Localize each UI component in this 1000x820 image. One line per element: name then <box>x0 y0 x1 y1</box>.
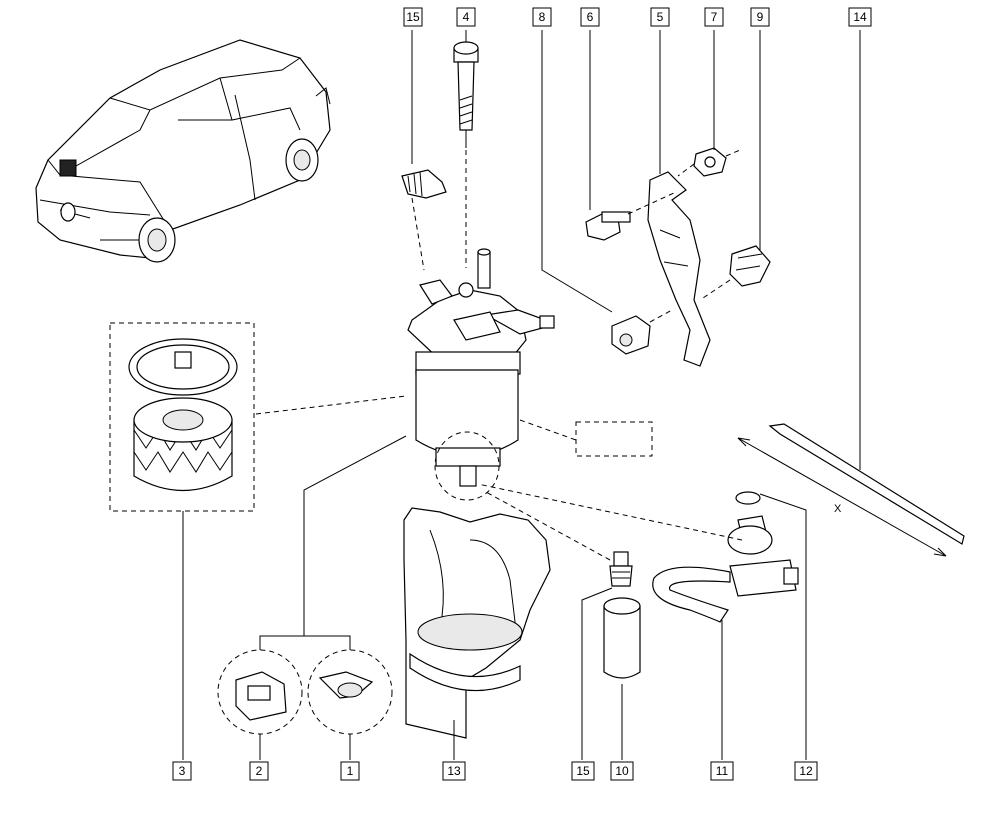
filter-element <box>109 322 407 760</box>
svg-text:15: 15 <box>576 764 590 778</box>
callout-5: 5 <box>650 7 670 27</box>
svg-text:14: 14 <box>853 10 867 24</box>
svg-text:2: 2 <box>256 764 263 778</box>
svg-text:5: 5 <box>657 10 664 24</box>
detail-views <box>217 435 407 760</box>
svg-text:7: 7 <box>711 10 718 24</box>
sensor-and-harness <box>477 483 807 760</box>
svg-text:3: 3 <box>179 764 186 778</box>
callout-7: 7 <box>704 7 724 27</box>
filter-sleeve-10 <box>603 597 641 760</box>
fitting-15-top <box>401 30 447 271</box>
callout-3: 3 <box>172 761 192 781</box>
svg-text:15: 15 <box>406 10 420 24</box>
cable-tie-14 <box>737 30 965 557</box>
svg-text:4: 4 <box>463 10 470 24</box>
svg-text:8: 8 <box>539 10 546 24</box>
callout-12: 12 <box>794 761 818 781</box>
callout-2: 2 <box>249 761 269 781</box>
svg-text:1: 1 <box>347 764 354 778</box>
fitting-15-bottom <box>485 491 633 760</box>
bracket-assembly <box>541 30 771 367</box>
callout-15-bottom: 15 <box>571 761 595 781</box>
dimension-x-label: X <box>834 503 842 515</box>
callout-1: 1 <box>340 761 360 781</box>
callout-8: 8 <box>532 7 552 27</box>
callout-4: 4 <box>456 7 476 27</box>
svg-text:11: 11 <box>716 764 729 778</box>
svg-text:9: 9 <box>757 10 764 24</box>
vehicle-illustration <box>35 39 331 263</box>
filter-housing <box>407 248 653 501</box>
callout-11: 11 <box>710 761 734 781</box>
svg-text:10: 10 <box>615 764 629 778</box>
callout-9: 9 <box>750 7 770 27</box>
callout-15-top: 15 <box>403 7 423 27</box>
svg-text:6: 6 <box>587 10 594 24</box>
heat-shield-13 <box>403 507 551 760</box>
bolt-4 <box>453 30 479 268</box>
callout-10: 10 <box>610 761 634 781</box>
svg-text:13: 13 <box>447 764 461 778</box>
callout-13: 13 <box>442 761 466 781</box>
svg-text:12: 12 <box>799 764 813 778</box>
callout-14: 14 <box>848 7 872 27</box>
callout-6: 6 <box>580 7 600 27</box>
